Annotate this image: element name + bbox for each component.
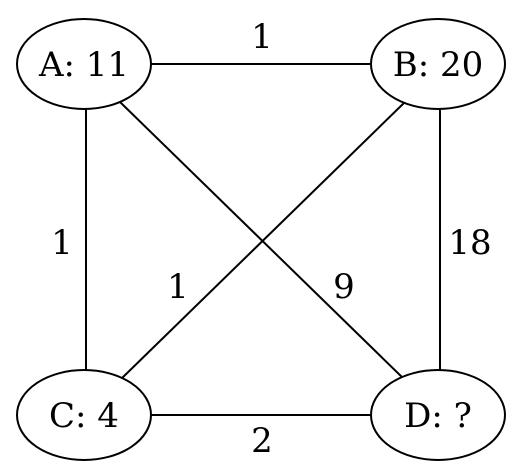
edge-weight-b-c: 1 bbox=[167, 267, 189, 307]
node-b: B: 20 bbox=[370, 18, 506, 110]
node-c: C: 4 bbox=[16, 369, 152, 461]
edge-b-c bbox=[119, 101, 406, 381]
node-d-ellipse bbox=[370, 369, 506, 461]
node-d-label: D: ? bbox=[404, 396, 472, 436]
node-b-label: B: 20 bbox=[393, 45, 484, 85]
node-a-ellipse bbox=[16, 18, 152, 110]
node-c-ellipse bbox=[16, 369, 152, 461]
node-d: D: ? bbox=[370, 369, 506, 461]
node-a: A: 11 bbox=[16, 18, 152, 110]
edge-weight-a-d: 9 bbox=[333, 267, 355, 307]
edge-weight-a-c: 1 bbox=[51, 223, 73, 263]
edge-weight-b-d: 18 bbox=[448, 223, 491, 263]
node-b-ellipse bbox=[370, 18, 506, 110]
node-c-label: C: 4 bbox=[49, 396, 119, 436]
edge-weight-a-b: 1 bbox=[251, 17, 273, 57]
edge-weight-c-d: 2 bbox=[251, 421, 273, 461]
node-a-label: A: 11 bbox=[38, 45, 129, 85]
